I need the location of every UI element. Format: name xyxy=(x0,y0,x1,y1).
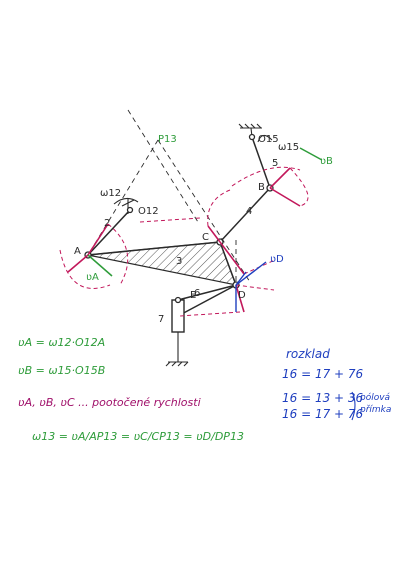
label-o12: O12 xyxy=(138,206,159,217)
formula-w13: ω13 = ʋA/AP13 = ʋC/CP13 = ʋD/DP13 xyxy=(32,430,244,443)
velocity-c xyxy=(207,225,221,243)
notes-line2: 16 = 13 + 36 xyxy=(282,391,364,405)
formulas: ʋA = ω12·O12A ʋB = ω15·O15B ʋA, ʋB, ʋC .… xyxy=(18,336,244,443)
joint-e xyxy=(174,296,182,304)
notes-brace-2: přímka xyxy=(359,405,391,415)
label-nd: ʋD xyxy=(270,254,284,265)
notes-brace xyxy=(351,391,356,421)
label-na: ʋA xyxy=(86,272,99,283)
blue-vectors xyxy=(235,261,267,312)
green-vectors xyxy=(87,147,323,277)
blue-d-vector xyxy=(235,271,247,286)
label-link2: 2 xyxy=(104,218,110,229)
label-w15: ω15 xyxy=(278,142,299,153)
formula-vb: ʋB = ω15·O15B xyxy=(18,364,105,377)
label-e: E xyxy=(190,290,196,301)
label-point-d: D xyxy=(238,290,246,301)
notes-brace-1: pólová xyxy=(359,392,391,403)
label-w12: ω12 xyxy=(100,188,121,199)
label-link5: 5 xyxy=(272,158,278,169)
label-link4: 4 xyxy=(246,206,252,217)
omega12-arrow-icon xyxy=(113,197,139,205)
velocity-b2 xyxy=(269,187,301,207)
velocity-c2 xyxy=(219,241,245,275)
formula-perp: ʋA, ʋB, ʋC ... pootočené rychlosti xyxy=(18,396,201,409)
link-ed xyxy=(177,284,237,301)
label-link3: 3 xyxy=(176,256,182,267)
label-point-c: C xyxy=(202,232,209,243)
label-p13: P13 xyxy=(158,134,177,145)
velocity-vectors xyxy=(67,167,301,313)
decomposition-notes: rozklad 16 = 17 + 76 16 = 13 + 36 16 = 1… xyxy=(282,347,391,421)
omega15-arrow-icon xyxy=(257,134,273,143)
notes-line3: 16 = 17 + 76 xyxy=(282,407,364,421)
label-point-b: B xyxy=(258,182,265,193)
label-o15: O15 xyxy=(258,134,279,145)
blue-nd-vector xyxy=(235,261,267,286)
ground-o15 xyxy=(238,123,262,138)
link-5 xyxy=(251,136,271,189)
link-cd xyxy=(219,241,237,286)
ground-slider xyxy=(165,332,189,367)
green-b-vector xyxy=(299,147,323,161)
joint-o12 xyxy=(126,206,134,214)
label-link7: 7 xyxy=(158,314,164,325)
formula-va: ʋA = ω12·O12A xyxy=(18,336,105,349)
pole-line-diagonal xyxy=(127,109,199,223)
velocity-a-low xyxy=(67,254,89,273)
link-2 xyxy=(87,209,131,256)
label-nb: ʋB xyxy=(320,156,333,167)
mechanism-links xyxy=(87,136,271,317)
joint-o15 xyxy=(248,133,256,141)
joints xyxy=(84,133,274,304)
diagram-labels: P13 ω12 O12 O15 ω15 5 ʋB B 4 2 C A 3 ʋD … xyxy=(74,134,333,325)
notes-line1: 16 = 17 + 76 xyxy=(282,367,364,381)
link-4 xyxy=(219,187,271,243)
pole-line-b xyxy=(157,139,251,283)
label-point-a: A xyxy=(74,246,81,257)
green-a-vector xyxy=(87,254,113,277)
label-link6: 6 xyxy=(194,288,200,299)
notes-title: rozklad xyxy=(286,347,330,361)
link-ac xyxy=(87,241,221,256)
velocity-a xyxy=(87,223,109,256)
link-6 xyxy=(177,284,237,317)
velocity-d xyxy=(235,284,245,313)
velocity-b xyxy=(269,167,291,189)
